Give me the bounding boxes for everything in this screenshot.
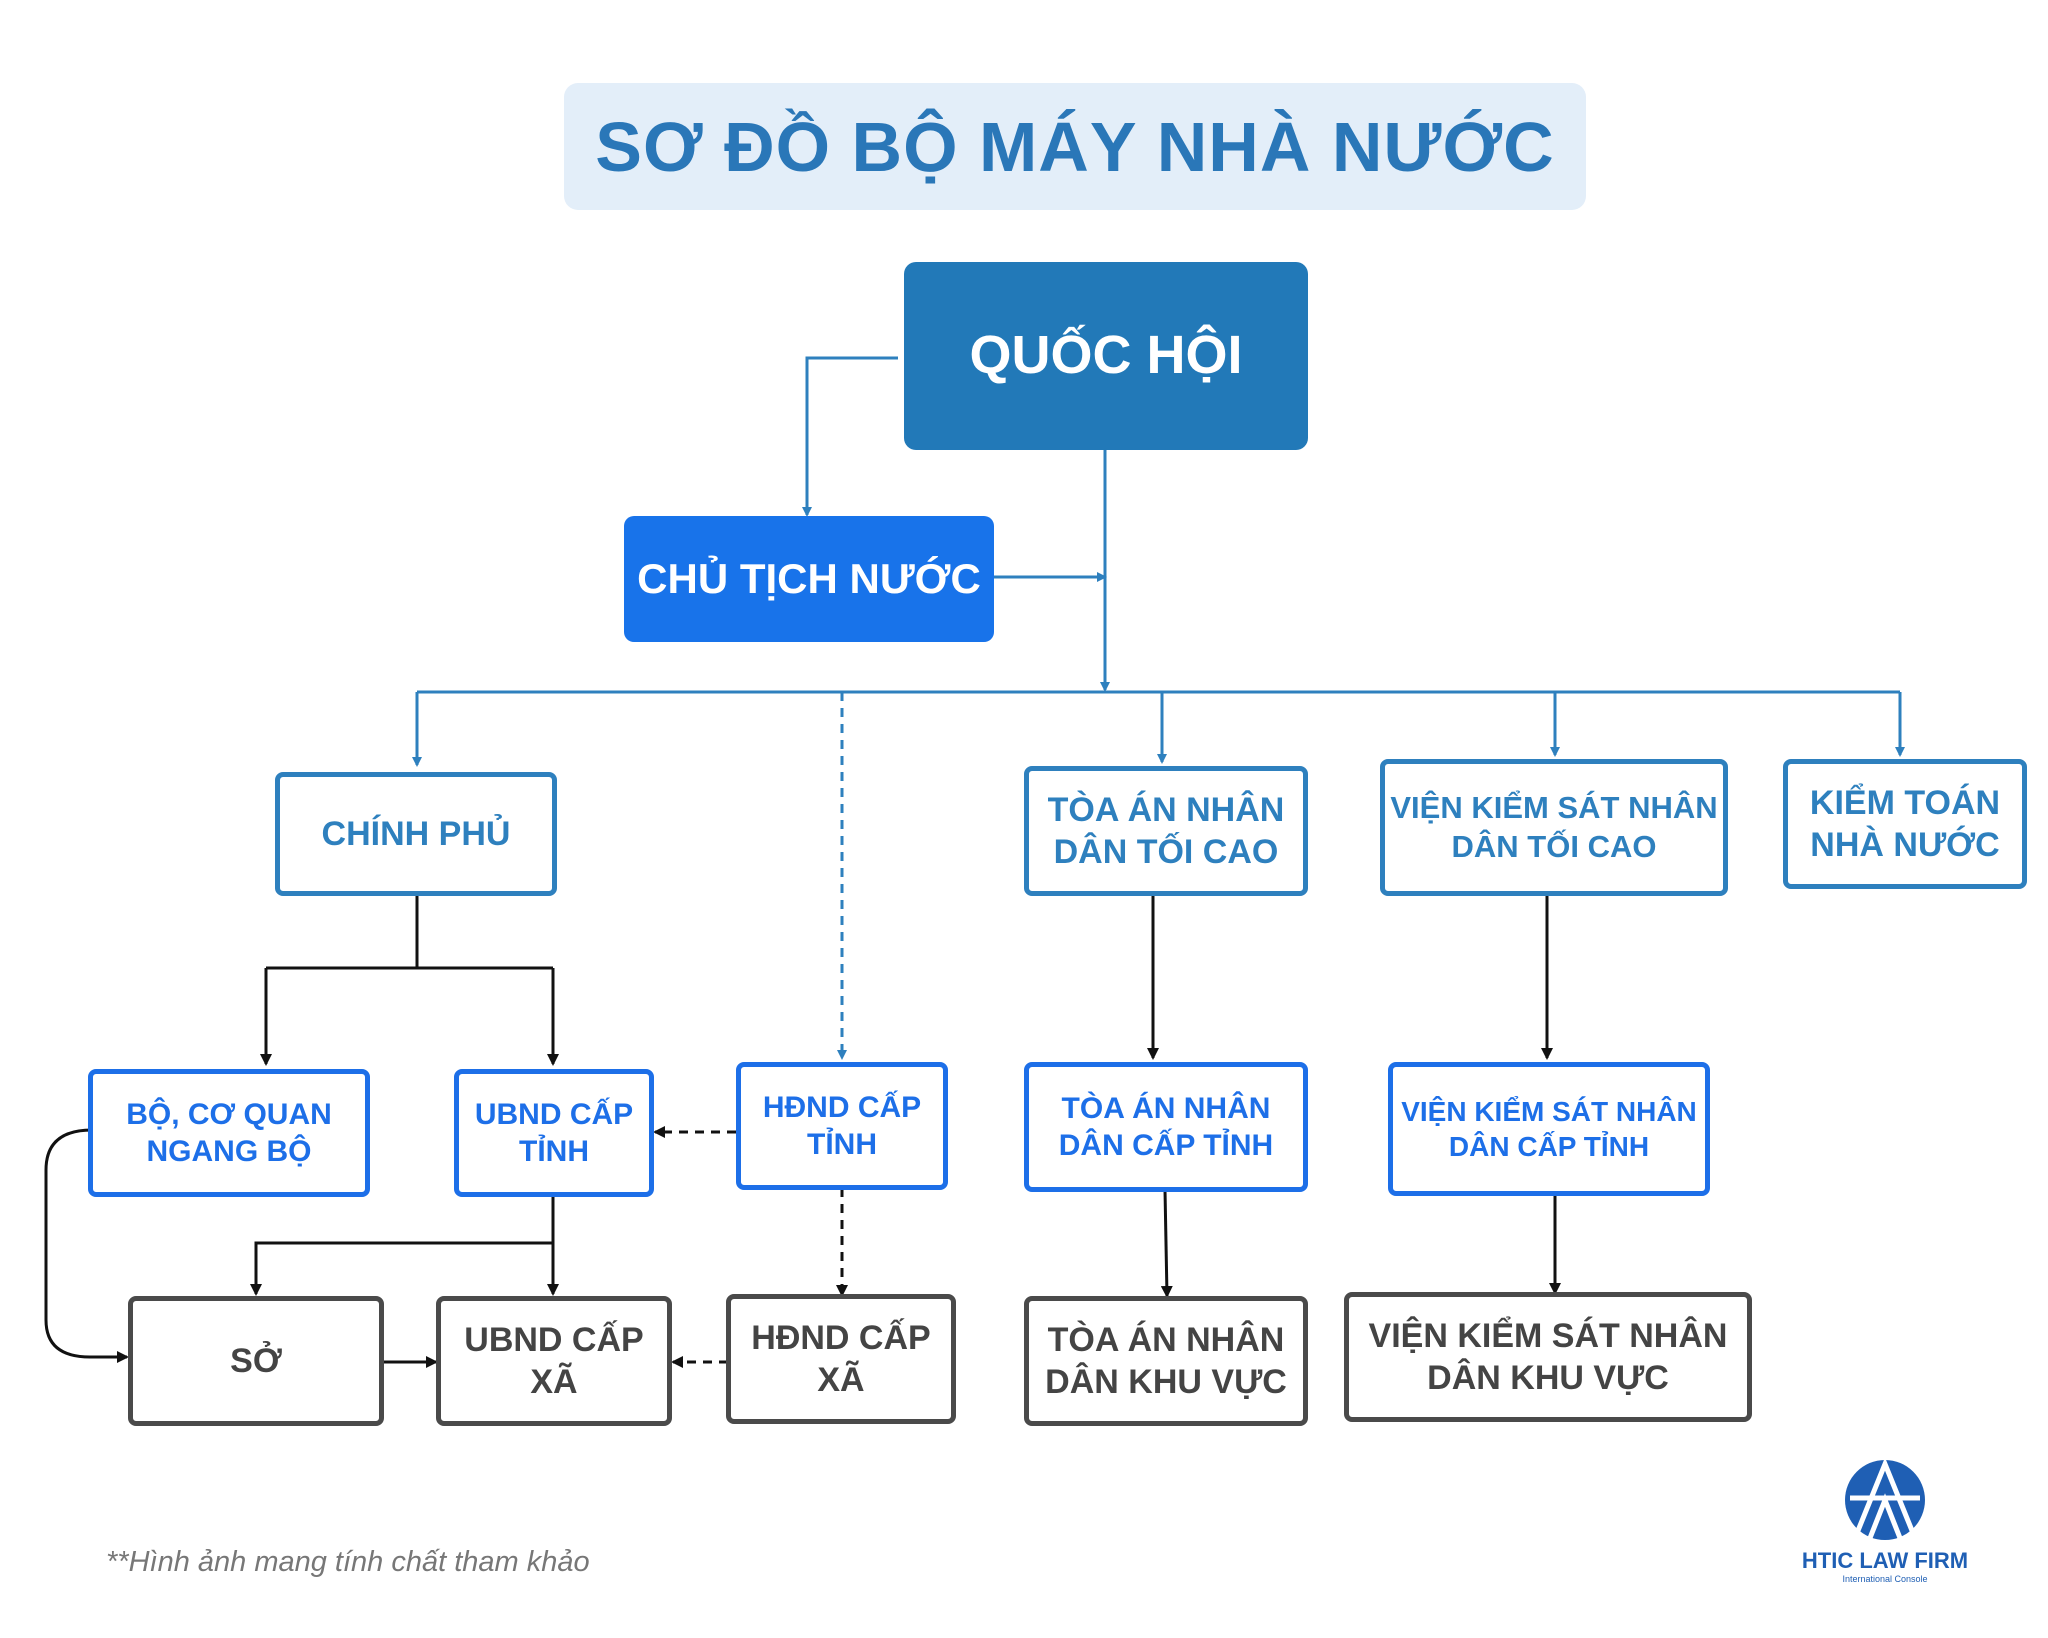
- node-ubnd-tinh: UBND CẤP TỈNH: [454, 1069, 654, 1197]
- node-vien-ks-toi-cao: VIỆN KIỂM SÁT NHÂN DÂN TỐI CAO: [1380, 759, 1728, 896]
- node-toa-an-khu-vuc: TÒA ÁN NHÂN DÂN KHU VỰC: [1024, 1296, 1308, 1426]
- node-bo-co-quan: BỘ, CƠ QUAN NGANG BỘ: [88, 1069, 370, 1197]
- disclaimer-note: **Hình ảnh mang tính chất tham khảo: [106, 1546, 590, 1578]
- node-toa-an-toi-cao: TÒA ÁN NHÂN DÂN TỐI CAO: [1024, 766, 1308, 896]
- edge-qh-ctn: [802, 356, 898, 517]
- node-kiem-toan: KIỂM TOÁN NHÀ NƯỚC: [1783, 759, 2027, 889]
- page-title: SƠ ĐỒ BỘ MÁY NHÀ NƯỚC: [595, 107, 1555, 186]
- node-hdnd-tinh: HĐND CẤP TỈNH: [736, 1062, 948, 1190]
- edge-ubnd-so: [250, 1241, 553, 1296]
- node-hdnd-xa: HĐND CẤP XÃ: [726, 1294, 956, 1424]
- node-quoc-hoi: QUỐC HỘI: [904, 262, 1308, 450]
- node-chinh-phu: CHÍNH PHỦ: [275, 772, 557, 896]
- logo-tagline: International Console: [1842, 1574, 1928, 1584]
- node-chu-tich-nuoc: CHỦ TỊCH NƯỚC: [624, 516, 994, 642]
- edge-ta-tinh-kv: [1160, 1189, 1173, 1298]
- node-vien-ks-khu-vuc: VIỆN KIỂM SÁT NHÂN DÂN KHU VỰC: [1344, 1292, 1752, 1422]
- logo-name: HTIC LAW FIRM: [1801, 1548, 1969, 1573]
- node-toa-an-tinh: TÒA ÁN NHÂN DÂN CẤP TỈNH: [1024, 1062, 1308, 1192]
- node-ubnd-xa: UBND CẤP XÃ: [436, 1296, 672, 1426]
- title-banner: SƠ ĐỒ BỘ MÁY NHÀ NƯỚC: [564, 83, 1586, 210]
- node-so: SỞ: [128, 1296, 384, 1426]
- node-vien-ks-tinh: VIỆN KIỂM SÁT NHÂN DÂN CẤP TỈNH: [1388, 1062, 1710, 1196]
- edge-bo-so: [44, 1128, 129, 1363]
- htic-logo-icon: [1845, 1457, 1925, 1540]
